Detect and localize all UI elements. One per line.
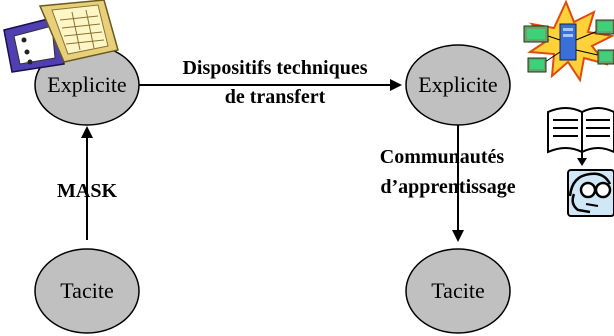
person-with-glasses-icon [567, 169, 614, 217]
edge-label-communautes: Communautés [380, 146, 505, 168]
binder-document-icon [3, 0, 119, 73]
node-explicite-right: Explicite [405, 44, 511, 126]
book-icon [547, 107, 614, 166]
edge-label-dispositifs-line2: de transfert [225, 86, 326, 108]
edge-label-dispositifs-line1: Dispositifs techniques [182, 57, 367, 79]
node-explicite-right-label: Explicite [418, 72, 497, 97]
edge-label-mask: MASK [57, 180, 117, 202]
edge-label-apprentissage: d’apprentissage [380, 176, 515, 198]
node-tacite-left: Tacite [34, 248, 140, 334]
network-computers-icon [523, 0, 614, 83]
node-explicite-left-label: Explicite [47, 72, 126, 97]
node-tacite-left-label: Tacite [60, 278, 113, 303]
node-tacite-right: Tacite [405, 248, 511, 334]
node-tacite-right-label: Tacite [431, 278, 484, 303]
